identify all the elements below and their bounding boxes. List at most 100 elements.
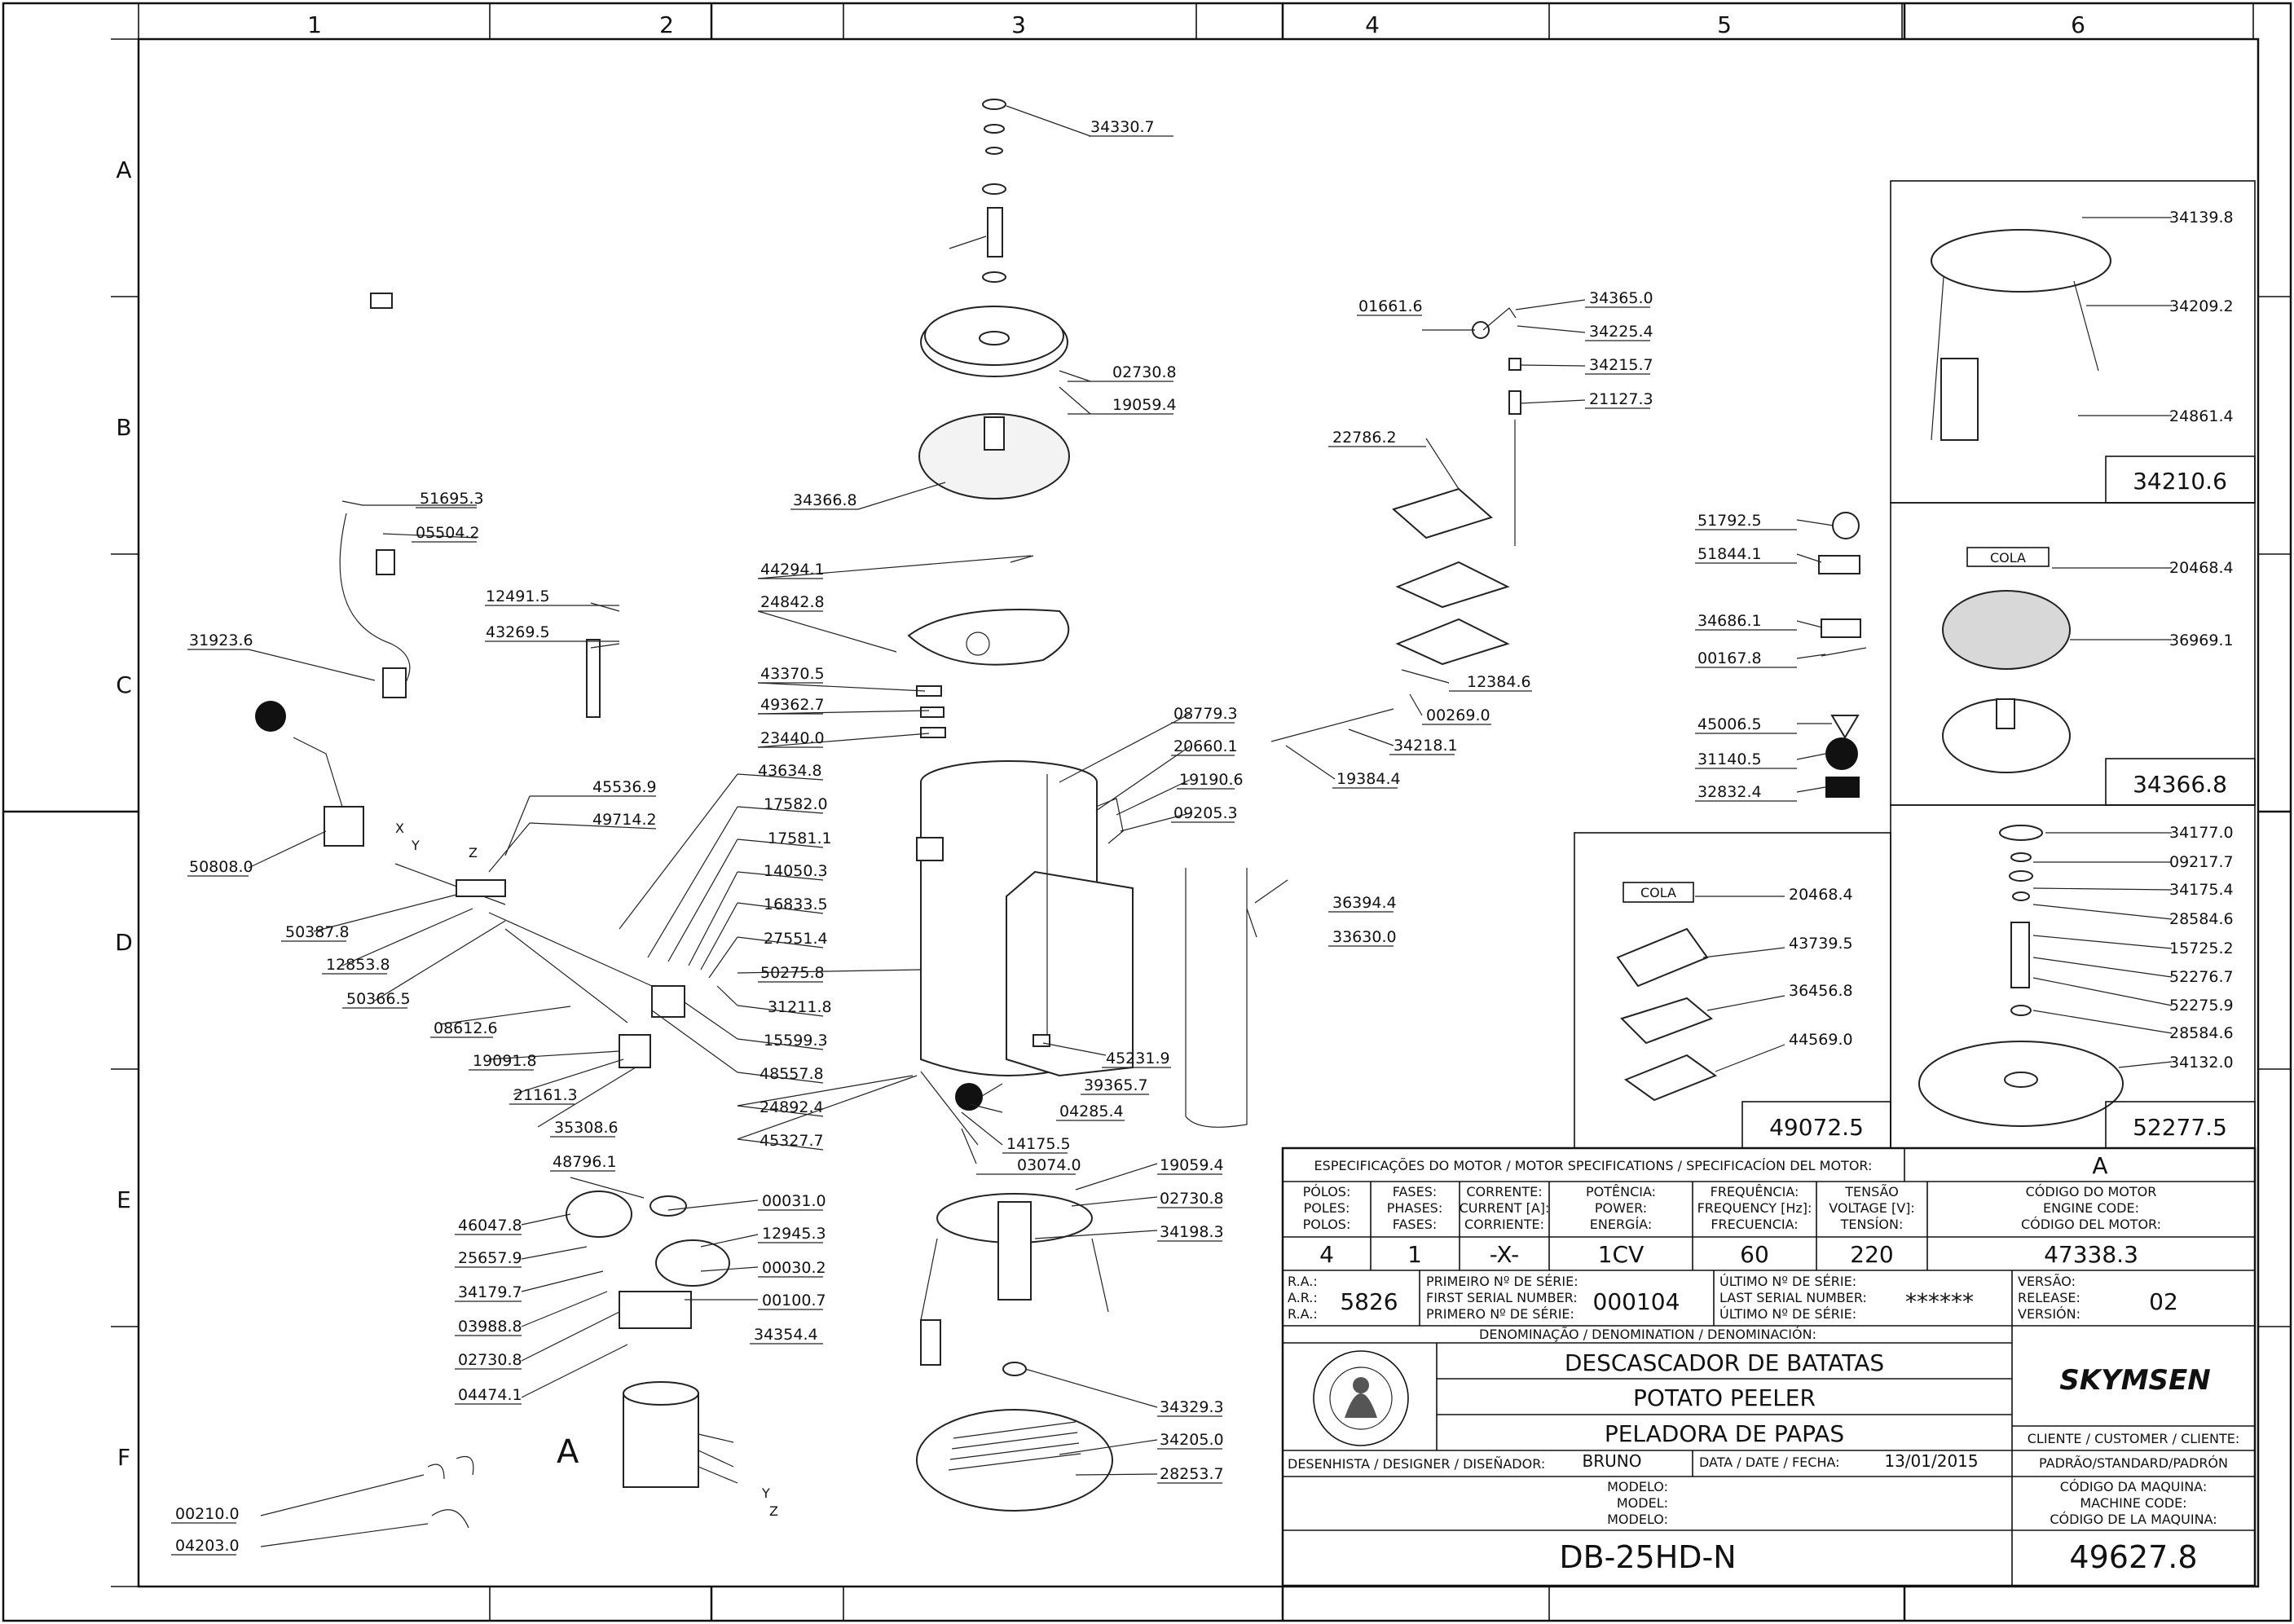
part-label: 19384.4 [1336, 770, 1401, 788]
cola-label: COLA [1990, 550, 2026, 566]
part-label: 45006.5 [1697, 715, 1762, 733]
part-label: 49362.7 [760, 696, 825, 714]
svg-text:CÓDIGO DO MOTOR: CÓDIGO DO MOTOR [2026, 1184, 2157, 1199]
part-label: 00210.0 [175, 1505, 240, 1523]
svg-text:ENERGÍA:: ENERGÍA: [1590, 1217, 1652, 1232]
svg-text:POWER:: POWER: [1595, 1200, 1647, 1216]
assistance-seal [1313, 1350, 1409, 1446]
svg-text:POLOS:: POLOS: [1303, 1217, 1351, 1232]
svg-text:CÓDIGO DA MAQUINA:: CÓDIGO DA MAQUINA: [2060, 1479, 2207, 1494]
part-label: 33630.0 [1332, 928, 1397, 946]
svg-text:POLES:: POLES: [1304, 1200, 1350, 1216]
svg-text:PRIMERO Nº DE SÉRIE:: PRIMERO Nº DE SÉRIE: [1426, 1306, 1574, 1322]
part-label: 48796.1 [553, 1153, 617, 1171]
svg-text:FASES:: FASES: [1393, 1217, 1438, 1232]
svg-text:220: 220 [1850, 1241, 1893, 1268]
svg-text:CORRENTE:: CORRENTE: [1466, 1184, 1542, 1199]
svg-text:Z: Z [769, 1503, 778, 1519]
part-label: 50366.5 [346, 990, 411, 1008]
svg-text:A.R.:: A.R.: [1288, 1290, 1318, 1305]
part-label: 35308.6 [554, 1119, 619, 1137]
part-label: 12853.8 [326, 956, 390, 974]
designer: BRUNO [1583, 1451, 1642, 1471]
part-label: 17581.1 [768, 830, 832, 847]
row-label: A [116, 156, 131, 183]
part-label: 44569.0 [1789, 1031, 1853, 1049]
motor-ref: A [2092, 1152, 2107, 1179]
part-label: 28584.6 [2169, 1024, 2234, 1042]
part-label: 34215.7 [1589, 356, 1653, 374]
part-label: 34175.4 [2169, 881, 2234, 899]
svg-text:FREQUENCY [Hz]:: FREQUENCY [Hz]: [1697, 1200, 1812, 1216]
part-label: 36456.8 [1789, 982, 1853, 1000]
part-label: 34365.0 [1589, 289, 1653, 307]
part-label: 21161.3 [513, 1086, 578, 1104]
row-label: B [116, 414, 131, 441]
ra-labels: R.A.: A.R.: R.A.: [1288, 1274, 1318, 1322]
client-label: CLIENTE / CUSTOMER / CLIENTE: [2028, 1431, 2239, 1446]
name-es: PELADORA DE PAPAS [1605, 1420, 1844, 1447]
svg-text:Y: Y [411, 838, 420, 853]
part-label: 00030.2 [762, 1259, 826, 1277]
part-label: 22786.2 [1332, 429, 1397, 447]
model-labels: MODELO: MODEL: MODELO: [1607, 1479, 1668, 1527]
part-label: 44294.1 [760, 561, 825, 579]
part-label: 02730.8 [458, 1351, 522, 1369]
date: 13/01/2015 [1884, 1451, 1978, 1471]
part-label: 28253.7 [1160, 1465, 1224, 1483]
svg-text:MODELO:: MODELO: [1607, 1512, 1668, 1527]
part-label: 45536.9 [592, 778, 657, 796]
part-label: 51844.1 [1697, 545, 1762, 563]
part-label: 31923.6 [189, 632, 253, 649]
svg-text:R.A.:: R.A.: [1288, 1274, 1318, 1289]
stand-code: 34210.6 [2133, 468, 2227, 495]
svg-text:LAST SERIAL NUMBER:: LAST SERIAL NUMBER: [1719, 1290, 1867, 1305]
part-label: 45231.9 [1106, 1050, 1170, 1067]
part-label: 39365.7 [1084, 1076, 1148, 1094]
part-label: 34205.0 [1160, 1431, 1224, 1449]
part-label: 43634.8 [758, 762, 822, 780]
svg-text:1: 1 [1407, 1241, 1422, 1268]
part-label: 36394.4 [1332, 894, 1397, 912]
part-label: 28584.6 [2169, 910, 2234, 928]
part-label: 17582.0 [764, 795, 828, 813]
view-a-label: A [557, 1433, 579, 1471]
part-label: 50275.8 [760, 964, 825, 982]
grid-labels: 1 2 3 4 5 6 A B C D E F [115, 11, 2085, 1471]
row-label: F [117, 1444, 130, 1471]
svg-text:PRIMEIRO Nº DE SÉRIE:: PRIMEIRO Nº DE SÉRIE: [1426, 1274, 1579, 1289]
svg-text:PÓLOS:: PÓLOS: [1303, 1184, 1351, 1199]
part-label: 34366.8 [793, 491, 857, 509]
spec-labels: PÓLOS: POLES: POLOS: FASES: PHASES: FASE… [1303, 1184, 2161, 1232]
first-serial: 000104 [1593, 1288, 1680, 1315]
svg-text:TENSÍON:: TENSÍON: [1840, 1217, 1904, 1232]
col-label: 2 [659, 11, 674, 38]
part-label: 24861.4 [2169, 407, 2234, 425]
part-label: 48557.8 [760, 1065, 824, 1083]
svg-text:MODEL:: MODEL: [1617, 1495, 1668, 1511]
part-label: 34329.3 [1160, 1398, 1224, 1416]
part-labels: 34330.7 02730.8 19059.4 34366.8 51695.3 … [171, 118, 1797, 1556]
svg-text:4: 4 [1319, 1241, 1334, 1268]
svg-text:RELEASE:: RELEASE: [2018, 1290, 2080, 1305]
svg-text:FRECUENCIA:: FRECUENCIA: [1711, 1217, 1798, 1232]
part-label: 34354.4 [754, 1326, 818, 1344]
svg-text:1CV: 1CV [1598, 1241, 1645, 1268]
leader-lines [248, 105, 1834, 1547]
svg-text:VERSIÓN:: VERSIÓN: [2018, 1306, 2080, 1322]
col-label: 5 [1717, 11, 1732, 38]
part-label: 19059.4 [1112, 396, 1177, 414]
part-label: 25657.9 [458, 1249, 522, 1267]
motor-lead-labels: X Y Z Z Y [395, 821, 778, 1519]
spec-values: 4 1 -X- 1CV 60 220 47338.3 [1319, 1241, 2138, 1268]
brand-logo: SKYMSEN [2059, 1364, 2210, 1397]
version: 02 [2149, 1288, 2178, 1315]
first-serial-labels: PRIMEIRO Nº DE SÉRIE: FIRST SERIAL NUMBE… [1426, 1274, 1579, 1322]
part-label: 09205.3 [1173, 804, 1238, 822]
part-label: 34198.3 [1160, 1223, 1224, 1241]
svg-text:ÚLTIMO Nº DE SÉRIE:: ÚLTIMO Nº DE SÉRIE: [1719, 1306, 1856, 1322]
part-label: 15725.2 [2169, 940, 2234, 957]
part-label: 34179.7 [458, 1283, 522, 1301]
model: DB-25HD-N [1559, 1539, 1736, 1575]
svg-text:X: X [395, 821, 404, 836]
